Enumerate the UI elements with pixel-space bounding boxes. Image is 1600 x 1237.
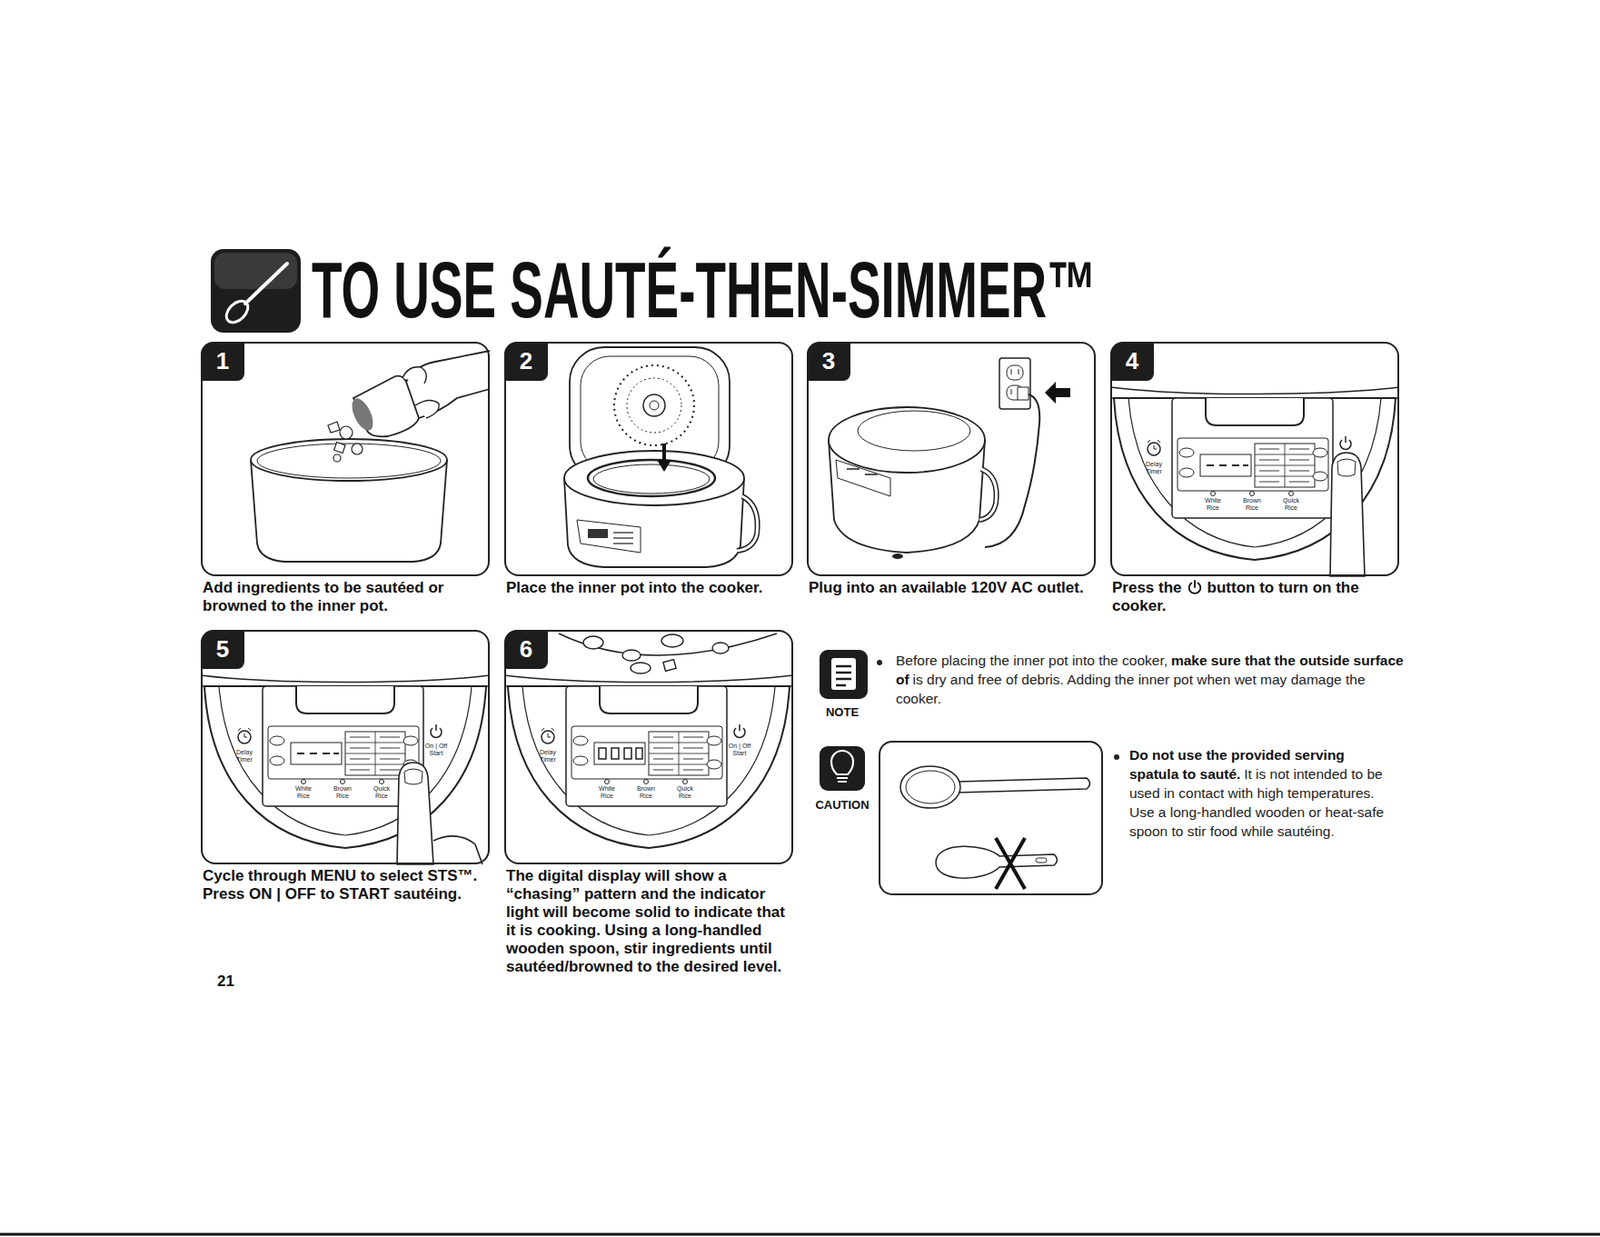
step-number: 3 xyxy=(806,341,851,381)
step-caption: Press thebutton to turn on the cooker. xyxy=(1112,578,1403,616)
panel-label: Delay Timer xyxy=(534,748,562,764)
panel-label: Delay Timer xyxy=(1140,460,1168,476)
panel-label: White Rice xyxy=(1201,496,1225,512)
panel-label: Quick Rice xyxy=(673,785,697,800)
step-panel: 1Add ingredients to be sautéed or browne… xyxy=(200,341,490,577)
panel-label: Brown Rice xyxy=(330,785,355,800)
text-part: is dry and free of debris. Adding the in… xyxy=(895,671,1366,706)
power-icon xyxy=(1186,578,1203,596)
note-label: NOTE xyxy=(816,705,868,719)
panel-label: Brown Rice xyxy=(1240,496,1264,512)
panel-label: White Rice xyxy=(595,785,619,800)
page-title: TO USE SAUTÉ-THEN-SIMMER™ xyxy=(311,249,1097,330)
step-number: 5 xyxy=(200,629,245,669)
text-part: Before placing the inner pot into the co… xyxy=(895,652,1168,668)
panel-label: On | Off Start xyxy=(725,742,754,757)
panel-label: Brown Rice xyxy=(634,785,658,800)
step-caption: Cycle through MENU to select STS™. Press… xyxy=(202,866,494,904)
panel-label: Delay Timer xyxy=(230,748,259,764)
step-caption: Add ingredients to be sautéed or browned… xyxy=(202,578,494,616)
panel-label: White Rice xyxy=(291,785,316,800)
step-number: 4 xyxy=(1110,341,1154,381)
step-panel: 2Place the inner pot into the cooker. xyxy=(504,341,794,577)
step-number: 1 xyxy=(200,341,245,381)
caution-text: Do not use the provided serving spatula … xyxy=(1129,745,1395,841)
caution-label: CAUTION xyxy=(808,797,876,812)
step-panel: 4Press thebutton to turn on the cooker. xyxy=(1110,341,1400,577)
step-caption: Plug into an available 120V AC outlet. xyxy=(808,578,1100,597)
panel-label: On | Off Start xyxy=(422,742,450,757)
step-caption: The digital display will show a “chasing… xyxy=(506,866,797,976)
step-panel: 3Plug into an available 120V AC outlet. xyxy=(806,341,1096,577)
page-number: 21 xyxy=(217,972,235,991)
panel-label: Quick Rice xyxy=(1279,496,1303,512)
step-caption: Place the inner pot into the cooker. xyxy=(506,578,797,597)
note-text: Before placing the inner pot into the co… xyxy=(895,650,1405,708)
caption-part: Press the xyxy=(1112,578,1183,597)
panel-label: Quick Rice xyxy=(369,785,394,800)
step-number: 6 xyxy=(504,629,548,669)
step-number: 2 xyxy=(504,341,548,381)
